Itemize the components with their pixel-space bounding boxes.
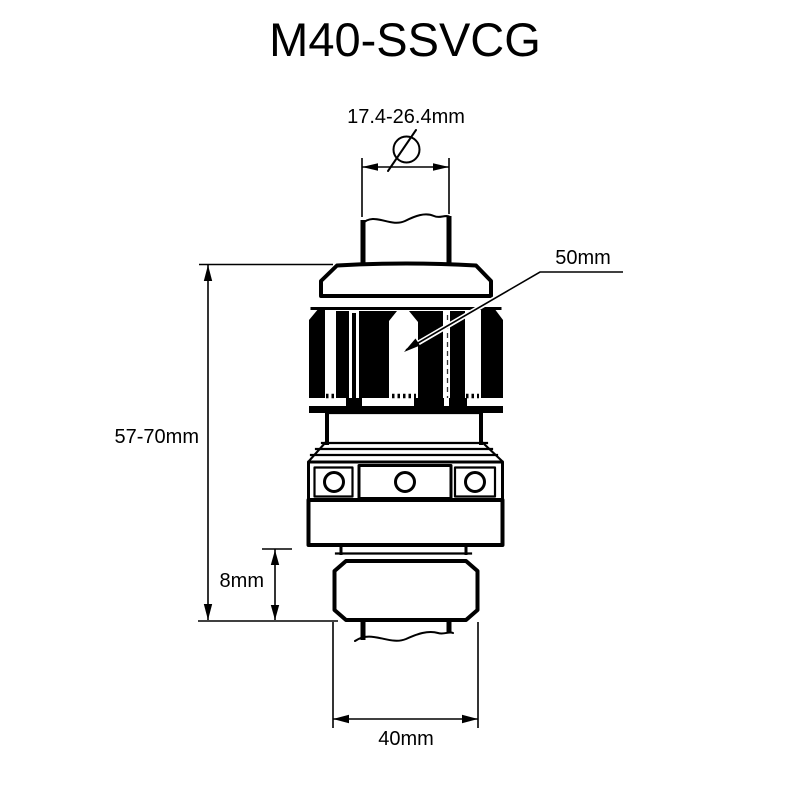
step-ring	[334, 543, 473, 555]
clamp-cell	[453, 466, 497, 498]
knurl-bar	[359, 311, 389, 398]
dimension-cable-diameter: 17.4-26.4mm	[347, 106, 465, 217]
bottom-cable	[354, 620, 454, 642]
knurl-bar	[418, 311, 443, 406]
bell-flare	[307, 441, 504, 463]
dimension-thread-width: 40mm	[332, 622, 479, 750]
dome-cap	[319, 261, 493, 298]
locknut	[332, 559, 480, 622]
leader-line	[405, 271, 623, 351]
knurl-bottom-bar	[309, 406, 503, 413]
arrowhead-icon	[333, 714, 349, 724]
page-title: M40-SSVCG	[269, 13, 541, 66]
cap-diameter-label: 50mm	[555, 247, 611, 269]
cable-break-line	[361, 213, 451, 225]
clamp-band-section	[307, 460, 504, 502]
arrowhead-icon	[362, 163, 378, 171]
dimension-overall-height: 57-70mm	[115, 263, 338, 622]
body-outline	[306, 498, 505, 547]
knurl-foot	[414, 398, 444, 407]
diameter-circle	[392, 135, 421, 164]
arrowhead-icon	[270, 550, 280, 565]
arrowhead-icon	[433, 163, 449, 171]
flare-side	[481, 441, 504, 463]
knurl-bar	[481, 308, 503, 398]
cable-diameter-label: 17.4-26.4mm	[347, 106, 465, 128]
knurl-foot	[346, 398, 362, 407]
knurl-chamfer	[409, 311, 418, 322]
body-section	[306, 498, 505, 547]
knurl-foot	[449, 398, 467, 407]
arrowhead-icon	[203, 265, 213, 281]
clamp-hole	[394, 471, 416, 493]
knurl-bar	[336, 311, 349, 398]
knurl-bar	[450, 311, 465, 406]
clamp-hole	[464, 471, 486, 493]
flare-side	[307, 441, 327, 463]
dome-outline	[319, 261, 493, 298]
arrowhead-icon	[462, 714, 478, 724]
locknut-outline	[332, 559, 480, 622]
knurl-grip-section	[309, 307, 503, 413]
clamp-hole	[323, 471, 345, 493]
knurl-stem	[352, 313, 356, 407]
thread-width-label: 40mm	[378, 728, 434, 750]
clamp-cell	[313, 466, 354, 498]
cable-break-line	[354, 630, 454, 642]
knurl-chamfer	[389, 311, 397, 321]
neck-section	[325, 411, 483, 445]
locknut-height-label: 8mm	[220, 570, 264, 592]
top-cable	[360, 213, 452, 263]
diameter-symbol-icon	[387, 129, 421, 172]
diameter-slash	[387, 129, 417, 172]
overall-height-label: 57-70mm	[115, 426, 199, 448]
dimension-cap-diameter: 50mm	[404, 247, 623, 352]
arrowhead-icon	[203, 604, 213, 620]
arrowhead-icon	[404, 338, 420, 352]
dimension-locknut-height: 8mm	[220, 548, 292, 620]
knurl-bar	[309, 308, 325, 398]
arrowhead-icon	[270, 605, 280, 620]
